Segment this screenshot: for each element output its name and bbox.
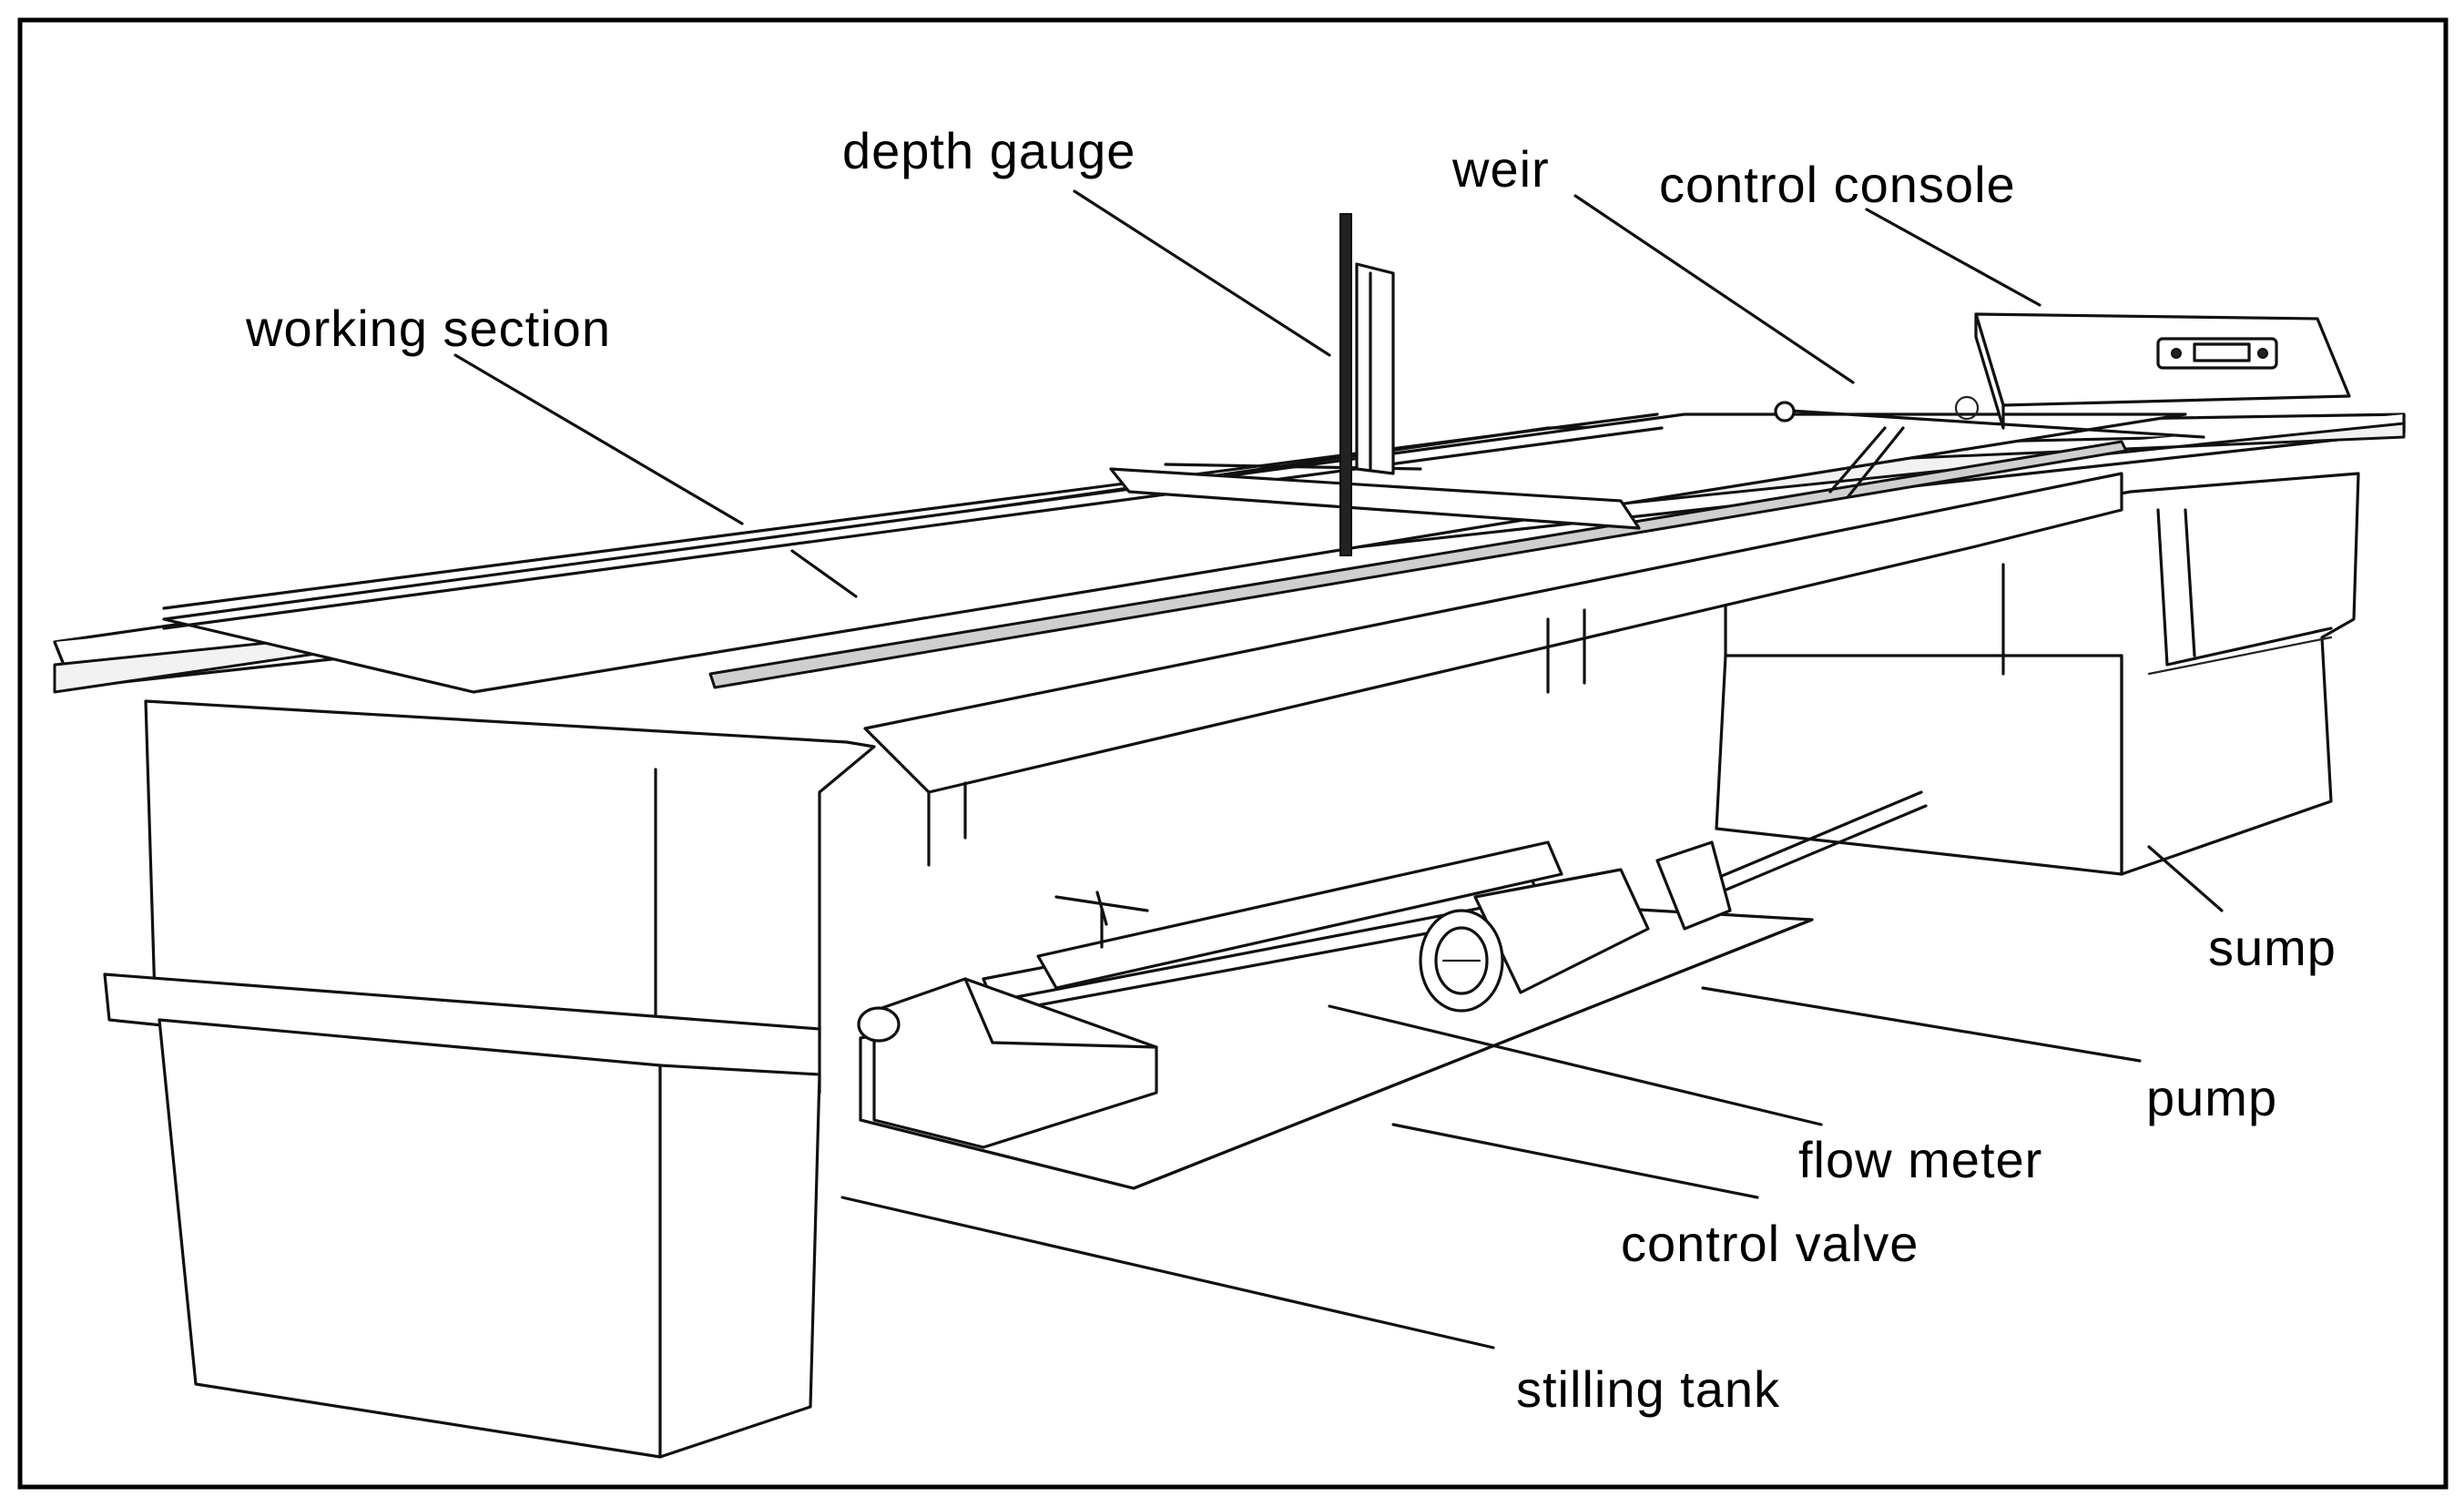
label-weir: weir [1451,140,1550,198]
label-control-console: control console [1659,156,2016,213]
depth-gauge [1109,213,1641,556]
label-flow-meter: flow meter [1798,1131,2042,1188]
label-pump: pump [2146,1069,2277,1126]
leader-pump [1701,986,2142,1063]
leader-depth-gauge [1073,189,1331,357]
label-stilling-tank: stilling tank [1516,1360,1780,1418]
label-depth-gauge: depth gauge [842,122,1135,179]
weir [1774,395,2205,498]
label-working-section: working section [245,300,611,357]
leader-working-section [453,353,744,525]
leader-weir [1573,194,1855,384]
control-console [1974,312,2351,430]
outer-frame [17,17,2449,1490]
leader-stilling-tank [840,1196,1495,1349]
leader-flow-meter [1328,1004,1823,1126]
label-control-valve: control valve [1621,1215,1919,1272]
pump-assembly [857,790,1928,1190]
sump-tank [1715,472,2360,876]
label-sump: sump [2208,919,2337,976]
leader-working-section-2 [790,549,858,598]
leader-control-valve [1391,1123,1759,1199]
leader-sump [2147,845,2224,912]
stilling-tank [103,699,876,1459]
channel-body [53,412,2406,867]
leader-control-console [1865,208,2041,307]
